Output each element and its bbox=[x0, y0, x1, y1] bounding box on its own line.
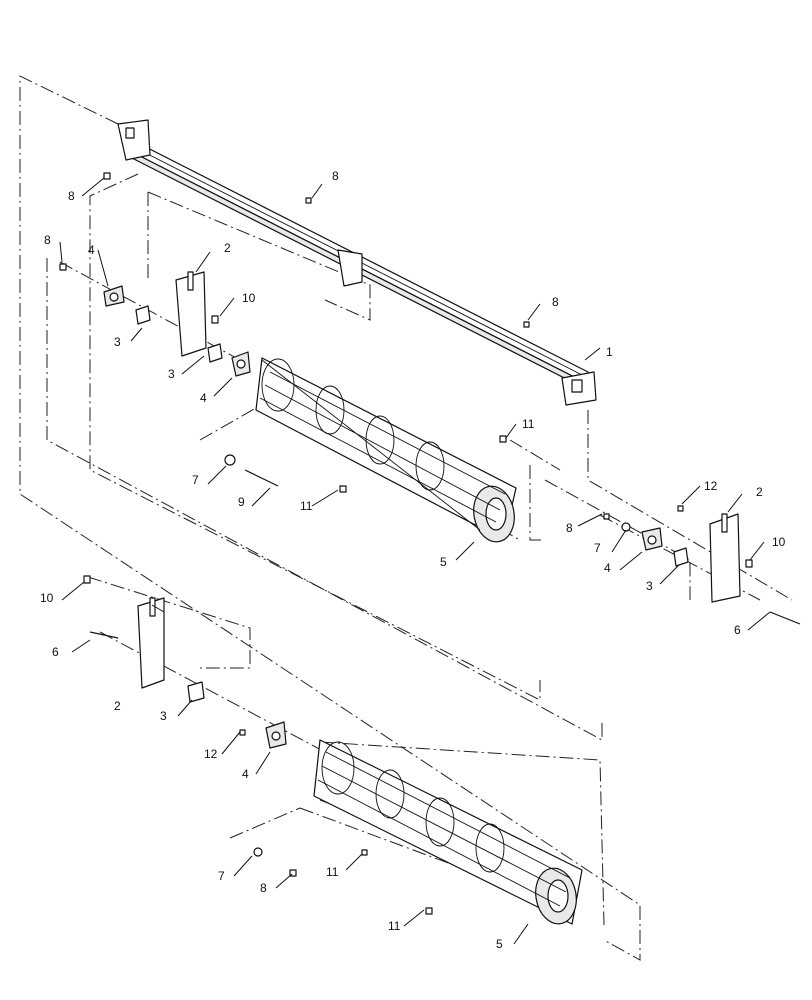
bearing-housings bbox=[103, 285, 689, 749]
callout-8: 8 bbox=[552, 295, 559, 309]
callout-2: 2 bbox=[224, 241, 231, 255]
callout-4: 4 bbox=[200, 391, 207, 405]
callout-11: 11 bbox=[326, 865, 339, 879]
upper-roller bbox=[255, 357, 517, 543]
callout-5: 5 bbox=[496, 937, 503, 951]
callout-5: 5 bbox=[440, 555, 447, 569]
lower-roller bbox=[313, 739, 583, 925]
callout-8: 8 bbox=[332, 169, 339, 183]
leader-lines bbox=[59, 177, 771, 945]
callout-8: 8 bbox=[566, 521, 573, 535]
callout-3: 3 bbox=[114, 335, 121, 349]
callout-7: 7 bbox=[192, 473, 199, 487]
callout-11: 11 bbox=[522, 417, 535, 431]
callout-3: 3 bbox=[646, 579, 653, 593]
callout-10: 10 bbox=[242, 291, 256, 305]
callout-2: 2 bbox=[756, 485, 763, 499]
callout-6: 6 bbox=[52, 645, 59, 659]
callout-10: 10 bbox=[40, 591, 54, 605]
bracket-right bbox=[709, 513, 741, 603]
callout-10: 10 bbox=[772, 535, 786, 549]
callout-1: 1 bbox=[606, 345, 613, 359]
callout-3: 3 bbox=[168, 367, 175, 381]
bracket-lower-left bbox=[137, 597, 165, 689]
callout-4: 4 bbox=[242, 767, 249, 781]
fasteners bbox=[59, 172, 801, 915]
callout-3: 3 bbox=[160, 709, 167, 723]
callout-12: 12 bbox=[704, 479, 718, 493]
bracket-upper-left bbox=[175, 271, 207, 357]
callout-11: 11 bbox=[388, 919, 401, 933]
callout-7: 7 bbox=[594, 541, 601, 555]
callout-8: 8 bbox=[260, 881, 267, 895]
callout-2: 2 bbox=[114, 699, 121, 713]
callout-4: 4 bbox=[88, 243, 95, 257]
callout-12: 12 bbox=[204, 747, 218, 761]
callouts: 1 2 2 2 3 3 3 3 4 4 4 4 5 5 6 6 7 7 7 8 … bbox=[40, 169, 786, 951]
phantom-lines bbox=[19, 75, 793, 961]
callout-7: 7 bbox=[218, 869, 225, 883]
callout-8: 8 bbox=[44, 233, 51, 247]
support-bar bbox=[117, 119, 597, 406]
callout-11: 11 bbox=[300, 499, 313, 513]
callout-8: 8 bbox=[68, 189, 75, 203]
callout-6: 6 bbox=[734, 623, 741, 637]
callout-9: 9 bbox=[238, 495, 245, 509]
callout-4: 4 bbox=[604, 561, 611, 575]
